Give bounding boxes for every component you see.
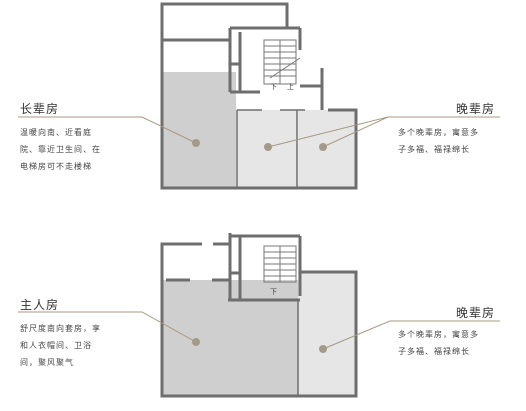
floor-plan-bottom [18, 233, 500, 398]
desc-line: 子多福、福禄绵长 [398, 145, 470, 154]
desc-line: 院、靠近卫生间、在 [20, 145, 101, 154]
desc-line: 舒尺度南向套房，享 [20, 324, 101, 333]
desc-line: 多个晚辈房，寓意多 [398, 330, 479, 339]
stair-down-label: 下 [270, 83, 277, 91]
elder-room-description: 温暖向南、近看庭 院、靠近卫生间、在 电梯房可不走楼梯 [20, 124, 160, 175]
junior-room-title: 晚辈房 [456, 102, 496, 116]
desc-line: 和人衣帽间、卫浴 [20, 341, 92, 350]
stair-up-label: 上 [287, 83, 294, 91]
desc-line: 电梯房可不走楼梯 [20, 162, 92, 171]
stair-down-label: 下 [270, 288, 277, 296]
junior-room-description: 多个晚辈房，寓意多 子多福、福禄绵长 [398, 326, 522, 360]
master-room-description: 舒尺度南向套房，享 和人衣帽间、卫浴 间，聚风聚气 [20, 320, 160, 371]
master-room-title: 主人房 [20, 298, 60, 312]
elder-room-title: 长辈房 [20, 102, 60, 116]
desc-line: 温暖向南、近看庭 [20, 128, 92, 137]
floor-plan-top [18, 2, 500, 190]
junior-room-title: 晚辈房 [456, 306, 496, 320]
desc-line: 子多福、福禄绵长 [398, 347, 470, 356]
desc-line: 间，聚风聚气 [20, 358, 74, 367]
desc-line: 多个晚辈房，寓意多 [398, 128, 479, 137]
junior-room-description: 多个晚辈房，寓意多 子多福、福禄绵长 [398, 124, 522, 158]
